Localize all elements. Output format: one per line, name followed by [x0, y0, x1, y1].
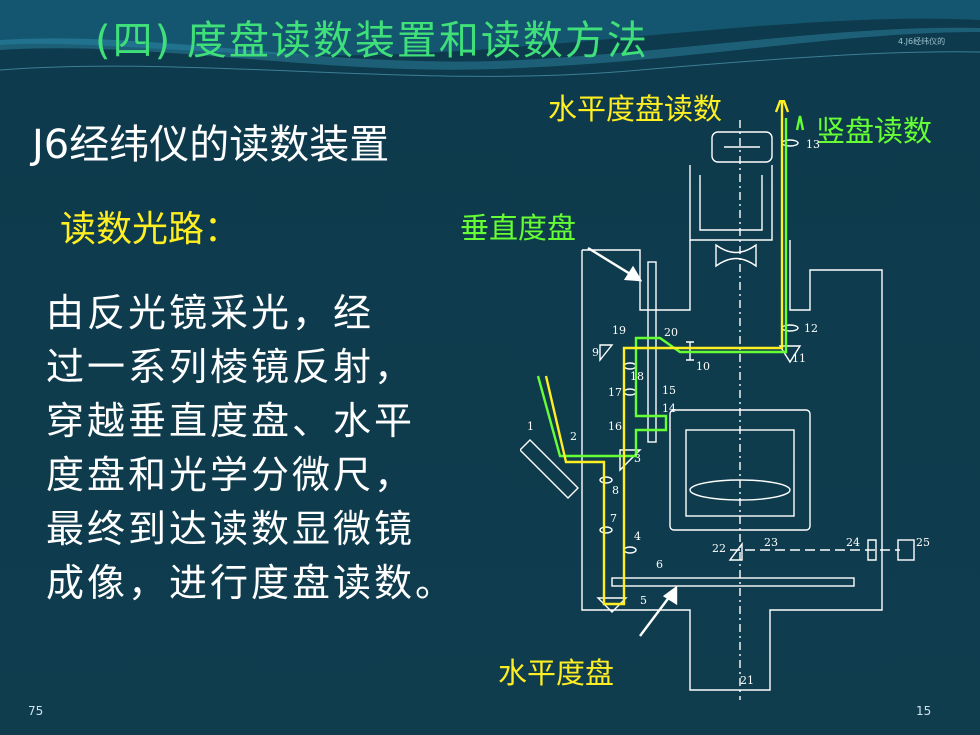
part-5: 5	[640, 594, 647, 607]
header-wave-decoration	[0, 0, 980, 77]
page-number-right: 15	[916, 704, 932, 718]
body-line-1: 由反光镜采光，经	[46, 291, 375, 335]
part-3: 3	[634, 452, 641, 465]
part-7: 7	[610, 512, 617, 525]
optical-path-diagram: 1 2 3 4 5 6 7 8 9 10 11 12 13 14 15 16 1…	[520, 100, 930, 700]
corner-caption: 4.J6经纬仪的	[898, 37, 946, 46]
part-25: 25	[916, 536, 930, 549]
part-8: 8	[612, 484, 619, 497]
subtitle: J6经纬仪的读数装置	[32, 122, 390, 168]
body-line-5: 最终到达读数显微镜	[46, 507, 416, 551]
part-18: 18	[630, 370, 644, 383]
label-vertical-circle: 垂直度盘	[460, 211, 577, 245]
part-20: 20	[664, 326, 678, 339]
part-17: 17	[608, 386, 622, 399]
label-horizontal-reading: 水平度盘读数	[548, 92, 723, 126]
part-22: 22	[712, 542, 726, 555]
label-vertical-reading: 竖盘读数	[816, 114, 933, 148]
section-heading: 读数光路：	[60, 209, 241, 250]
part-1: 1	[527, 420, 534, 433]
part-24: 24	[846, 536, 860, 549]
part-16: 16	[608, 420, 622, 433]
body-line-2: 过一系列棱镜反射，	[46, 345, 416, 389]
body-line-3: 穿越垂直度盘、水平	[46, 399, 416, 443]
page-number-left: 75	[28, 704, 44, 718]
part-9: 9	[592, 346, 599, 359]
part-13: 13	[806, 138, 820, 151]
slide-title: (四) 度盘读数装置和读数方法	[95, 18, 649, 64]
part-11: 11	[792, 352, 806, 365]
part-6: 6	[656, 558, 663, 571]
part-19: 19	[612, 324, 626, 337]
part-15: 15	[662, 384, 676, 397]
part-12: 12	[804, 322, 818, 335]
part-10: 10	[696, 360, 710, 373]
part-4: 4	[634, 530, 641, 543]
part-23: 23	[764, 536, 778, 549]
part-14: 14	[662, 402, 676, 415]
body-line-4: 度盘和光学分微尺，	[46, 453, 416, 497]
part-21: 21	[740, 674, 754, 687]
label-horizontal-circle: 水平度盘	[498, 656, 615, 690]
body-line-6: 成像，进行度盘读数。	[46, 561, 457, 605]
part-2: 2	[570, 430, 577, 443]
